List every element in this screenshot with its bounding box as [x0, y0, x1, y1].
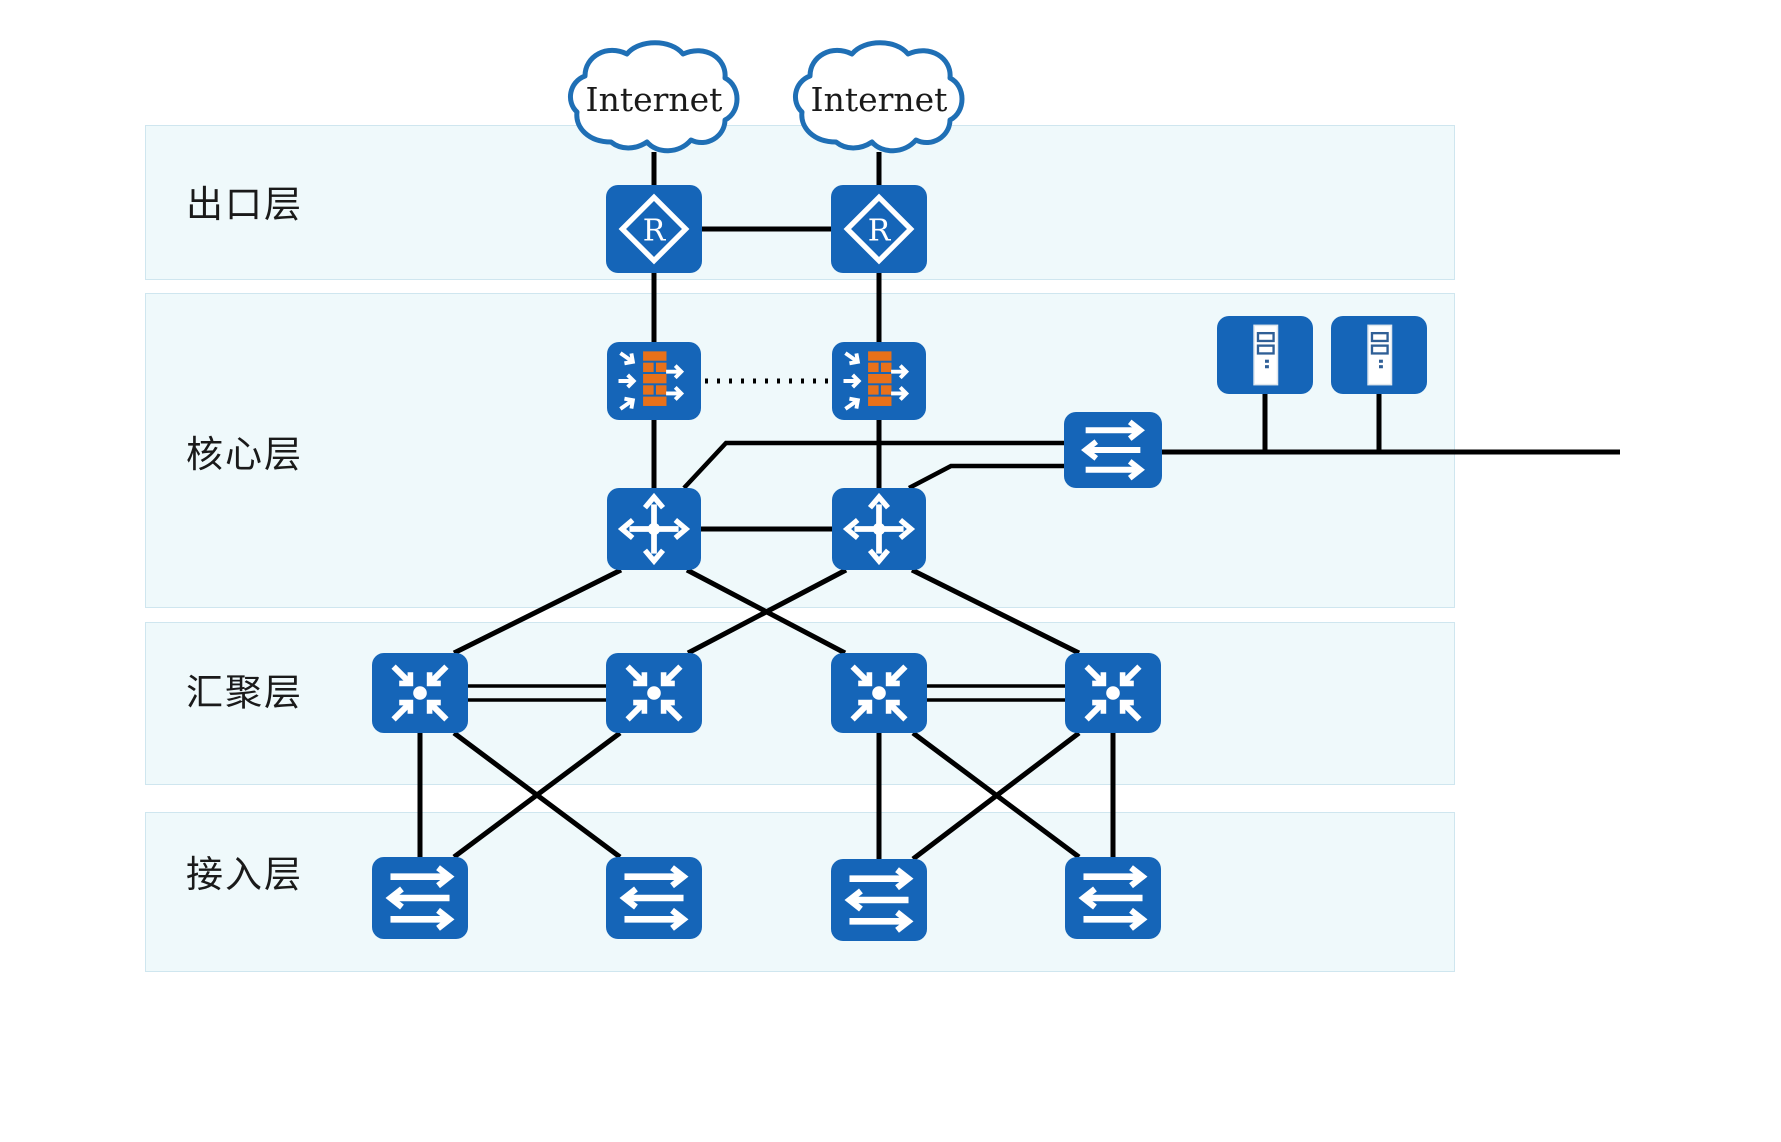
- firewall-icon: [843, 351, 910, 411]
- server-1[interactable]: [1217, 316, 1313, 394]
- server-access-switch[interactable]: [1064, 412, 1162, 488]
- aggregation-switch-icon: [850, 664, 908, 722]
- switch-icon: [1081, 419, 1145, 481]
- cloud-2[interactable]: Internet: [784, 38, 974, 163]
- cloud-icon: [792, 39, 965, 153]
- core-firewall-2[interactable]: [832, 342, 926, 420]
- layer-label-access: 接入层: [186, 853, 303, 896]
- router-icon: R: [618, 193, 690, 265]
- egress-router-2[interactable]: R: [831, 185, 927, 273]
- server-2[interactable]: [1331, 316, 1427, 394]
- aggregation-switch-icon: [391, 664, 449, 722]
- layer-label-aggregation: 汇聚层: [186, 671, 303, 714]
- switch-icon: [385, 865, 455, 931]
- core-firewall-1[interactable]: [607, 342, 701, 420]
- access-switch-3[interactable]: [831, 859, 927, 941]
- layer-label-egress: 出口层: [186, 183, 303, 226]
- multilayer-switch-icon: [617, 492, 691, 566]
- switch-icon: [844, 867, 914, 933]
- svg-text:R: R: [868, 213, 892, 248]
- egress-router-1[interactable]: R: [606, 185, 702, 273]
- server-icon: [1253, 324, 1279, 386]
- core-switch-2[interactable]: [832, 488, 926, 570]
- core-switch-1[interactable]: [607, 488, 701, 570]
- cloud-icon: [567, 39, 740, 153]
- layer-band-access: [145, 812, 1455, 972]
- svg-text:R: R: [643, 213, 667, 248]
- layer-band-aggregation: [145, 622, 1455, 785]
- cloud-1[interactable]: Internet: [559, 38, 749, 163]
- layer-band-egress: [145, 125, 1455, 280]
- aggregation-switch-1[interactable]: [372, 653, 468, 733]
- switch-icon: [619, 865, 689, 931]
- firewall-icon: [618, 351, 685, 411]
- cloud-label: Internet: [585, 79, 723, 119]
- access-switch-4[interactable]: [1065, 857, 1161, 939]
- aggregation-switch-icon: [625, 664, 683, 722]
- router-icon: R: [843, 193, 915, 265]
- access-switch-1[interactable]: [372, 857, 468, 939]
- server-icon: [1367, 324, 1393, 386]
- aggregation-switch-4[interactable]: [1065, 653, 1161, 733]
- cloud-label: Internet: [810, 79, 948, 119]
- aggregation-switch-icon: [1084, 664, 1142, 722]
- aggregation-switch-3[interactable]: [831, 653, 927, 733]
- access-switch-2[interactable]: [606, 857, 702, 939]
- switch-icon: [1078, 865, 1148, 931]
- layer-label-core: 核心层: [186, 433, 303, 476]
- aggregation-switch-2[interactable]: [606, 653, 702, 733]
- multilayer-switch-icon: [842, 492, 916, 566]
